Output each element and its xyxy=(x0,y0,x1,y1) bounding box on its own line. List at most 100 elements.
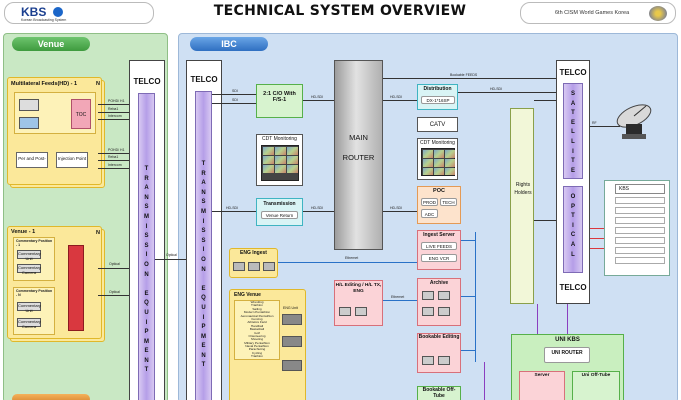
sdi-line xyxy=(212,103,256,104)
satellite-bar xyxy=(563,83,583,179)
eng-venue-item: Military Pentathlon xyxy=(244,340,270,345)
bookable-feeds-line xyxy=(383,78,556,79)
injection-point-box: Injection Point xyxy=(56,152,88,168)
poc-box: POC PROD TECH ADC xyxy=(417,186,461,224)
link-label: Intercom xyxy=(108,163,122,167)
sdi-line xyxy=(212,94,256,95)
hd-sdi-label: HD-SDI xyxy=(390,206,403,210)
cdt-monitoring-label: CDT Monitoring xyxy=(420,140,455,146)
hd-sdi-line xyxy=(458,92,556,93)
page-title: TECHNICAL SYSTEM OVERVIEW xyxy=(213,3,467,19)
event-logo: 6th CISM World Games Korea xyxy=(520,2,676,24)
ob-van-area: TOC xyxy=(14,92,96,134)
hl-editing-box: H/L Editing / H/L TX, ENG xyxy=(334,280,383,326)
hd-sdi-label: HD-SDI xyxy=(390,95,403,99)
transmission-label: Transmission xyxy=(263,201,296,207)
ethernet-line xyxy=(461,296,475,297)
kbs-logo-text: KBS xyxy=(21,5,47,19)
venue-transmission-bar xyxy=(138,93,155,400)
eng-venue-item: Naval Pentathlon xyxy=(245,344,269,349)
distribution-box: Distribution DX-1*16SP xyxy=(417,84,458,110)
hd-sdi-label: HD-SDI xyxy=(490,87,503,91)
optical-label: Optical xyxy=(166,253,177,257)
converter-label: 2:1 C/O With F/S-1 xyxy=(263,91,296,103)
uni-server-box: Server xyxy=(519,371,565,400)
poc-label: POC xyxy=(433,188,445,194)
uni-link xyxy=(484,362,485,400)
hd-sdi-label: HD-SDI xyxy=(226,206,239,210)
archive-device xyxy=(422,307,434,316)
ibc-telco-label: TELCO xyxy=(190,75,218,84)
venue-router xyxy=(68,245,84,331)
link-line xyxy=(98,104,130,105)
commentary-position-1: Commentary Position - 1 Commentary Unit … xyxy=(13,237,55,281)
venue-return-label: Venue Return xyxy=(261,211,298,219)
rights-holders-box: Rights Holders xyxy=(510,108,534,304)
link-label: POHD/ H1 xyxy=(108,148,125,152)
ibc-transmission-bar xyxy=(195,91,212,400)
ethernet-line xyxy=(278,262,418,263)
comm-camera: Commentary Camera xyxy=(17,318,41,329)
dx-label: DX-1*16SP xyxy=(421,96,455,104)
cdt-monitoring-2: CDT Monitoring xyxy=(417,138,458,180)
bookable-editing-box: Bookable Editing xyxy=(417,333,461,373)
ingest-deck xyxy=(248,262,260,271)
bookable-offtube-box: Bookable Off-Tube xyxy=(417,386,461,400)
kbs-board-label: KBS xyxy=(615,184,665,194)
eng-ingest-box: ENG Ingest xyxy=(229,248,278,278)
bookable-editing-label: Bookable Editing xyxy=(418,334,460,340)
prod-label: PROD xyxy=(421,198,438,206)
sat-telco-label: TELCO xyxy=(559,68,587,77)
ethernet-label: Ethernet xyxy=(345,256,359,260)
uni-offtube-box: Uni Off-Tube xyxy=(572,371,620,400)
optical-red-line xyxy=(590,228,604,229)
main-router-label-2: ROUTER xyxy=(342,153,375,162)
link-label: POHD/ H1 xyxy=(108,99,125,103)
eng-venue-label: ENG Venue xyxy=(234,292,261,298)
optical-label: Optical xyxy=(109,262,120,266)
ingest-deck xyxy=(233,262,245,271)
monitor-wall xyxy=(261,145,299,181)
optical-drop xyxy=(567,304,568,334)
cdt-monitoring-1: CDT Monitoring xyxy=(256,134,303,186)
eng-venue-item: Fencing xyxy=(251,316,263,321)
comm-unit: Commentary Unit xyxy=(17,250,41,261)
uni-router-box: UNI ROUTER xyxy=(544,347,590,363)
rh-line xyxy=(534,100,556,101)
edit-device xyxy=(438,356,450,365)
uni-kbs-box: UNI KBS UNI ROUTER Server Uni Off-Tube xyxy=(511,334,624,400)
hd-sdi-line xyxy=(383,211,417,212)
kbs-logo-sub: Korean Broadcasting System xyxy=(21,18,67,22)
uni-kbs-label: UNI KBS xyxy=(555,337,580,343)
distribution-label: Distribution xyxy=(423,86,452,92)
comm1-title: Commentary Position - 1 xyxy=(16,239,53,247)
monitor-wall xyxy=(421,148,455,176)
optical-red-line xyxy=(590,248,604,249)
venue1-box: Venue - 1 N Commentary Position - 1 Comm… xyxy=(7,226,102,339)
eng-venue-item: Cycling xyxy=(251,350,263,355)
toc-box: TOC xyxy=(71,99,91,129)
multilateral-n: N xyxy=(96,81,100,87)
eng-venue-item: Modern Pentathlon xyxy=(243,310,271,315)
eng-venue-item: Basketball xyxy=(249,327,265,332)
ethernet-trunk xyxy=(475,232,476,362)
eng-venue-item: Orienteering xyxy=(248,333,266,338)
eng-venue-item: Golf xyxy=(254,330,260,335)
bookable-offtube-label: Bookable Off-Tube xyxy=(422,387,456,399)
hd-sdi-line xyxy=(303,100,334,101)
eng-ingest-label: ENG Ingest xyxy=(240,250,267,256)
adc-label: ADC xyxy=(421,209,438,218)
venue1-title: Venue - 1 xyxy=(11,229,36,235)
commentary-position-n: Commentary Position - N Commentary Unit … xyxy=(13,287,55,335)
eng-venue-item: Aeronautical Pentathlon xyxy=(240,313,274,318)
edit-device xyxy=(422,356,434,365)
link-label: Reba1 xyxy=(108,155,119,159)
eng-camera xyxy=(282,314,302,325)
multilateral-title: Multilateral Feeds(HD) - 1 xyxy=(11,81,78,87)
hd-sdi-label: HD-SDI xyxy=(311,95,324,99)
optical-drop xyxy=(537,304,538,334)
sdi-label: SDI xyxy=(232,98,238,102)
